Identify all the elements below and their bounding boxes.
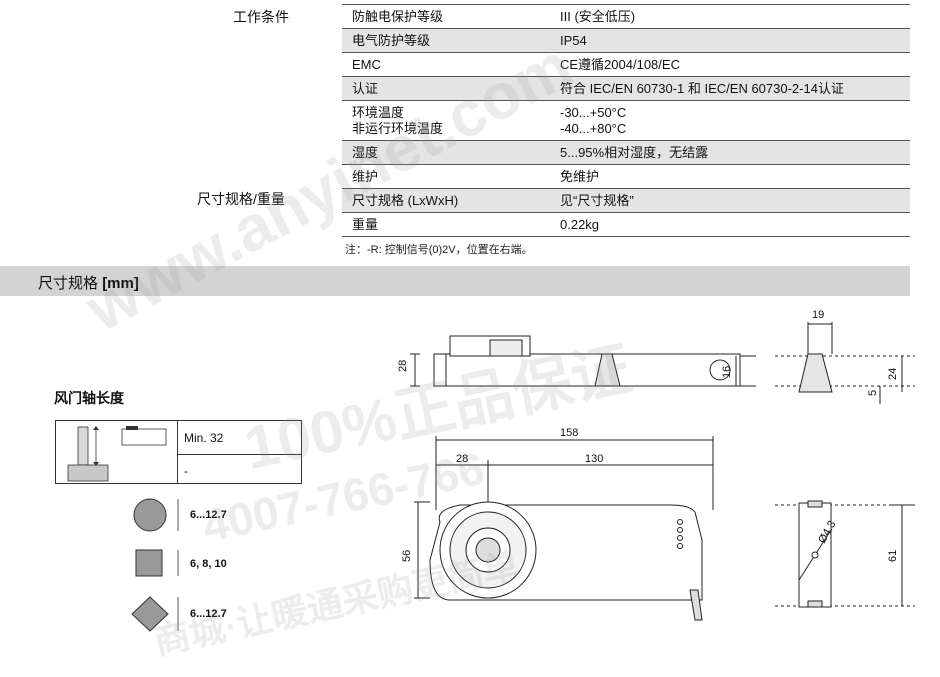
spec-key-line: 非运行环境温度 — [352, 121, 444, 136]
spec-key-line: 环境温度 — [352, 105, 405, 120]
dim-56: 56 — [401, 550, 413, 562]
end-view-small — [775, 322, 915, 404]
min-length-value: Min. 32 — [184, 431, 224, 445]
dim-28-top: 28 — [456, 453, 468, 465]
section-title-text: 尺寸规格 — [38, 275, 99, 292]
spec-row: 防触电保护等级 III (安全低压) — [342, 5, 910, 29]
spec-value: 0.22kg — [560, 217, 600, 232]
spec-value: 符合 IEC/EN 60730-1 和 IEC/EN 60730-2-14认证 — [560, 81, 844, 96]
section-band — [0, 266, 910, 296]
footnote: 注：-R: 控制信号(0)2V，位置在右端。 — [345, 244, 533, 256]
dim-28-side: 28 — [397, 360, 409, 372]
diamond-shaft-size: 6...12.7 — [190, 608, 227, 620]
spec-value: CE遵循2004/108/EC — [560, 57, 680, 72]
spec-key: EMC — [352, 57, 381, 72]
dim-16: 16 — [721, 366, 733, 378]
spec-value: IP54 — [560, 33, 587, 48]
spec-key: 环境温度 非运行环境温度 — [342, 101, 560, 140]
dim-130: 130 — [585, 453, 603, 465]
section-dims-weight: 尺寸规格/重量 — [197, 191, 285, 207]
spec-value-line: -30...+50°C — [560, 105, 627, 120]
dim-61: 61 — [887, 550, 899, 562]
spec-key: 维护 — [352, 169, 379, 184]
spec-row: 重量 0.22kg — [342, 213, 910, 237]
spec-key: 湿度 — [352, 145, 379, 160]
dim-24: 24 — [887, 368, 899, 380]
spec-key: 防触电保护等级 — [352, 9, 444, 24]
shaft-length-title: 风门轴长度 — [54, 390, 124, 406]
round-shaft-size: 6...12.7 — [190, 509, 227, 521]
shaft-length-table: Min. 32 - — [55, 420, 302, 484]
section-title-unit: [mm] — [102, 275, 139, 292]
spec-value: III (安全低压) — [560, 9, 636, 24]
spec-value: 免维护 — [560, 169, 600, 184]
dim-158: 158 — [560, 427, 578, 439]
side-view — [410, 335, 756, 387]
shaft-shapes — [131, 498, 179, 632]
diamond-shaft-icon — [131, 596, 169, 632]
spec-table: 防触电保护等级 III (安全低压) 电气防护等级 IP54 EMC CE遵循2… — [342, 4, 910, 237]
square-shaft-size: 6, 8, 10 — [190, 558, 227, 570]
spec-row: 环境温度 非运行环境温度 -30...+50°C -40...+80°C — [342, 101, 910, 141]
dim-5: 5 — [867, 390, 879, 396]
round-shaft-icon — [133, 498, 167, 532]
spec-row: EMC CE遵循2004/108/EC — [342, 53, 910, 77]
spec-key: 重量 — [352, 217, 379, 232]
square-shaft-icon — [135, 549, 163, 577]
top-view — [414, 436, 714, 621]
section-conditions: 工作条件 — [233, 9, 289, 25]
spec-row: 湿度 5...95%相对湿度，无结露 — [342, 141, 910, 165]
section-title: 尺寸规格 [mm] — [38, 272, 139, 293]
spec-key: 电气防护等级 — [352, 33, 431, 48]
spec-key: 尺寸规格 (LxWxH) — [352, 193, 459, 208]
spec-row: 认证 符合 IEC/EN 60730-1 和 IEC/EN 60730-2-14… — [342, 77, 910, 101]
spec-value: 见“尺寸规格” — [560, 193, 634, 208]
dimension-drawings: 28 16 19 24 5 158 28 130 56 — [397, 309, 915, 621]
length-dash: - — [184, 464, 188, 478]
table-divider — [177, 454, 302, 455]
spec-key: 认证 — [352, 81, 379, 96]
spec-row: 尺寸规格 (LxWxH) 见“尺寸规格” — [342, 189, 910, 213]
spec-value-line: -40...+80°C — [560, 121, 627, 136]
shaft-length-diagram — [67, 426, 167, 482]
spec-value: 5...95%相对湿度，无结露 — [560, 145, 709, 160]
table-divider — [177, 421, 178, 484]
spec-row: 电气防护等级 IP54 — [342, 29, 910, 53]
dim-19: 19 — [812, 309, 824, 321]
spec-row: 维护 免维护 — [342, 165, 910, 189]
spec-value: -30...+50°C -40...+80°C — [560, 101, 910, 140]
end-view-front — [775, 500, 915, 608]
